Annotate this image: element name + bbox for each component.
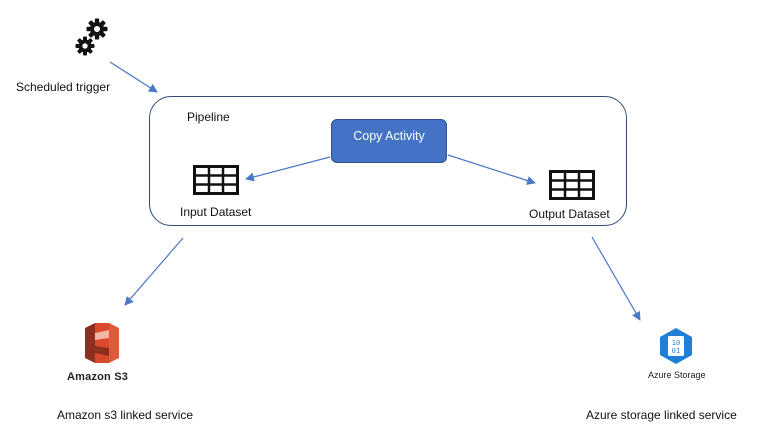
amazon-s3-logo-text: Amazon S3 (67, 371, 129, 383)
output-to-azure-arrow (591, 236, 641, 321)
s3-linked-service-label: Amazon s3 linked service (57, 408, 194, 422)
trigger-arrow (109, 61, 158, 93)
pipeline-label: Pipeline (187, 110, 230, 124)
copy-activity-node[interactable]: Copy Activity (331, 119, 447, 163)
input-to-s3-arrow (124, 237, 184, 306)
azure-storage-logo-text: Azure Storage (648, 370, 706, 380)
output-dataset-label: Output Dataset (529, 207, 610, 221)
input-dataset-table-icon (193, 165, 239, 195)
amazon-s3-logo-icon (85, 323, 119, 363)
azure-binary-top: 10 (672, 339, 680, 347)
azure-linked-service-label: Azure storage linked service (586, 408, 737, 422)
pipeline-container (149, 96, 627, 226)
copy-activity-label: Copy Activity (353, 129, 425, 143)
output-dataset-table-icon (549, 170, 595, 200)
activity-to-input-arrow (245, 156, 331, 182)
activity-to-output-arrow (447, 154, 536, 185)
azure-binary-bottom: 01 (672, 347, 680, 355)
trigger-label: Scheduled trigger (16, 80, 111, 94)
input-dataset-label: Input Dataset (180, 205, 252, 219)
gears-icon (75, 18, 108, 56)
azure-storage-logo-icon: 10 01 (660, 328, 692, 364)
